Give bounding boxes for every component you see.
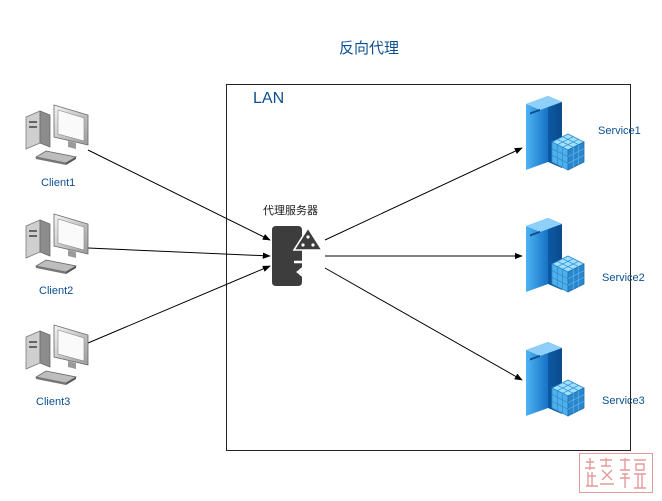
service-label-2: Service2 xyxy=(602,272,645,284)
server-database-icon xyxy=(525,341,585,417)
desktop-computer-icon xyxy=(25,324,89,386)
desktop-computer-icon xyxy=(25,104,89,166)
proxy-server-label: 代理服务器 xyxy=(263,204,318,217)
service-label-1: Service1 xyxy=(598,125,641,137)
server-database-icon xyxy=(525,95,585,171)
desktop-computer-icon xyxy=(25,213,89,275)
arrow-client3-to-proxy xyxy=(87,265,271,344)
diagram-title: 反向代理 xyxy=(339,39,400,57)
arrow-proxy-to-service1 xyxy=(324,147,523,241)
watermark-glyph-icon xyxy=(585,458,646,489)
client-label-3: Client3 xyxy=(36,396,71,408)
arrow-client1-to-proxy xyxy=(87,149,271,241)
server-database-icon xyxy=(525,217,585,293)
client-label-2: Client2 xyxy=(39,285,74,297)
service-label-3: Service3 xyxy=(602,395,645,407)
client-label-1: Client1 xyxy=(41,177,76,189)
arrow-proxy-to-service3 xyxy=(324,267,523,381)
lan-boundary xyxy=(226,84,631,451)
lan-label: LAN xyxy=(253,90,285,107)
proxy-server-icon xyxy=(272,226,324,286)
watermark-stamp xyxy=(579,453,653,493)
arrow-client2-to-proxy xyxy=(87,247,271,259)
